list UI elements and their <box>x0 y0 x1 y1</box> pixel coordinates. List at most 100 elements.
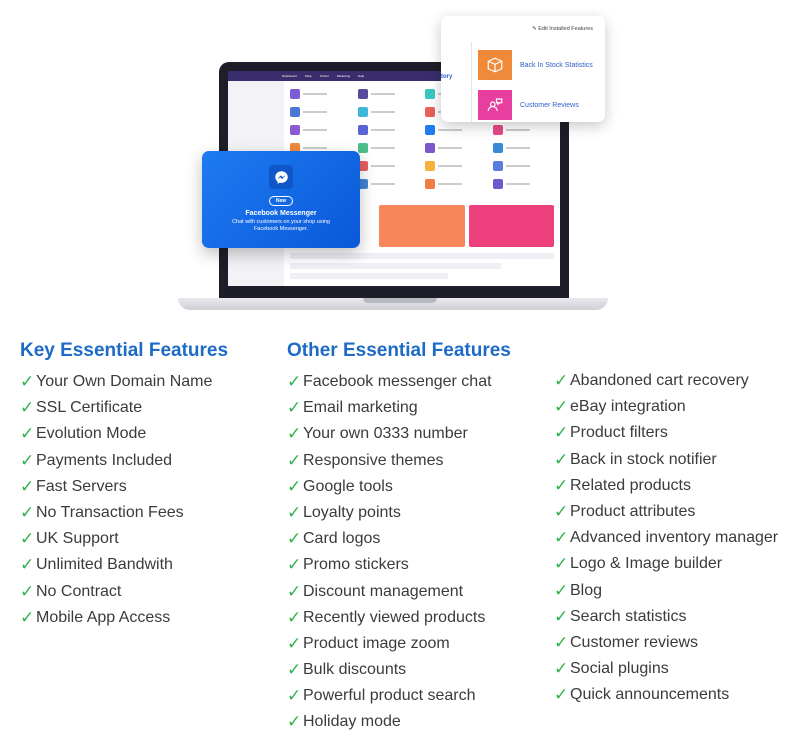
new-badge: New <box>268 196 294 206</box>
check-icon: ✓ <box>287 424 302 444</box>
laptop-feature-tile <box>290 87 352 101</box>
check-icon: ✓ <box>287 686 302 706</box>
feature-label: Product filters <box>570 424 668 442</box>
feature-label: Your Own Domain Name <box>36 373 213 390</box>
laptop-feature-tile <box>357 123 420 137</box>
feature-label: Holiday mode <box>303 713 401 731</box>
check-icon: ✓ <box>554 475 569 495</box>
check-icon: ✓ <box>287 712 302 732</box>
check-icon: ✓ <box>554 423 569 443</box>
feature-label: Loyalty points <box>303 503 401 521</box>
feature-list-item: ✓Your own 0333 number <box>287 425 511 451</box>
check-icon: ✓ <box>20 424 35 444</box>
laptop-feature-tile <box>425 159 487 173</box>
check-icon: ✓ <box>554 606 569 626</box>
feature-label: Payments Included <box>36 451 173 469</box>
feature-label: Quick announcements <box>570 686 730 704</box>
check-icon: ✓ <box>554 449 569 469</box>
laptop-feature-tile <box>492 123 555 137</box>
feature-list-item: ✓eBay integration <box>554 398 778 424</box>
laptop-feature-tile <box>425 177 487 191</box>
feature-list-item: ✓Product image zoom <box>287 634 511 661</box>
feature-card-edge-text: tory <box>441 74 453 80</box>
other-features-list-2: ✓Abandoned cart recovery✓eBay integratio… <box>554 372 778 712</box>
feature-label: No Contract <box>36 582 122 600</box>
feature-list-item: ✓Your Own Domain Name <box>20 373 228 399</box>
feature-list-item: ✓UK Support <box>20 530 228 556</box>
laptop-feature-tile <box>290 123 352 137</box>
feature-label: Logo & Image builder <box>570 555 723 573</box>
feature-label: eBay integration <box>570 398 686 416</box>
feature-list-item: ✓Customer reviews <box>554 633 778 660</box>
key-features-section: Key Essential Features ✓Your Own Domain … <box>20 340 228 635</box>
check-icon: ✓ <box>554 659 569 679</box>
feature-list-item: ✓Card logos <box>287 530 511 556</box>
feature-label: Abandoned cart recovery <box>570 372 749 389</box>
feature-item-customer-reviews[interactable]: Customer Reviews <box>478 90 579 120</box>
feature-label: No Transaction Fees <box>36 503 184 521</box>
laptop-feature-tile <box>492 141 555 155</box>
box-icon <box>478 50 512 80</box>
feature-list-item: ✓Holiday mode <box>287 713 511 739</box>
check-icon: ✓ <box>20 529 35 549</box>
laptop-feature-tile <box>357 177 420 191</box>
feature-list-item: ✓Related products <box>554 475 778 503</box>
feature-list-item: ✓Social plugins <box>554 660 778 686</box>
feature-label: Facebook messenger chat <box>303 373 492 390</box>
messenger-icon <box>269 165 293 189</box>
installed-features-card: ✎ Edit Installed Features tory Back In S… <box>441 16 605 122</box>
feature-item-back-in-stock[interactable]: Back In Stock Statistics <box>478 50 593 80</box>
feature-label: UK Support <box>36 530 119 548</box>
feature-list-item: ✓Evolution Mode <box>20 425 228 451</box>
feature-list-item: ✓No Transaction Fees <box>20 502 228 530</box>
feature-label: Related products <box>570 476 691 494</box>
check-icon: ✓ <box>20 398 35 418</box>
laptop-nav-item: Help <box>358 74 365 78</box>
feature-label: Mobile App Access <box>36 608 171 626</box>
check-icon: ✓ <box>287 607 302 627</box>
edit-installed-features-link[interactable]: ✎ Edit Installed Features <box>532 26 593 32</box>
facebook-messenger-card[interactable]: New Facebook Messenger Chat with custome… <box>202 151 360 248</box>
check-icon: ✓ <box>554 554 569 574</box>
other-features-list-1: ✓Facebook messenger chat✓Email marketing… <box>287 373 511 740</box>
other-features-section-2: ✓Abandoned cart recovery✓eBay integratio… <box>554 372 778 712</box>
check-icon: ✓ <box>20 581 35 601</box>
feature-label: Bulk discounts <box>303 661 407 679</box>
feature-list-item: ✓SSL Certificate <box>20 399 228 425</box>
feature-label: SSL Certificate <box>36 399 143 417</box>
laptop-notch <box>363 298 437 303</box>
feature-label: Responsive themes <box>303 451 444 469</box>
review-icon <box>478 90 512 120</box>
feature-label: Powerful product search <box>303 687 476 705</box>
feature-item-label: Customer Reviews <box>520 101 579 109</box>
feature-list-item: ✓Recently viewed products <box>287 607 511 635</box>
feature-list-item: ✓Product filters <box>554 424 778 450</box>
feature-label: Unlimited Bandwith <box>36 556 173 574</box>
feature-list-item: ✓Google tools <box>287 477 511 504</box>
key-features-list: ✓Your Own Domain Name✓SSL Certificate✓Ev… <box>20 373 228 635</box>
laptop-feature-tile <box>492 159 555 173</box>
pencil-icon: ✎ <box>532 26 539 32</box>
laptop-feature-tile <box>357 159 420 173</box>
feature-label: Product image zoom <box>303 634 450 652</box>
feature-label: Promo stickers <box>303 556 409 574</box>
laptop-list <box>290 253 554 283</box>
feature-label: Google tools <box>303 477 393 495</box>
check-icon: ✓ <box>20 502 35 522</box>
check-icon: ✓ <box>554 528 569 548</box>
check-icon: ✓ <box>287 660 302 680</box>
feature-item-label: Back In Stock Statistics <box>520 61 593 69</box>
feature-label: Advanced inventory manager <box>570 529 779 547</box>
feature-list-item: ✓Powerful product search <box>287 687 511 713</box>
feature-list-item: ✓Abandoned cart recovery <box>554 372 778 398</box>
laptop-feature-tile <box>357 87 420 101</box>
feature-label: Product attributes <box>570 502 696 520</box>
check-icon: ✓ <box>554 501 569 521</box>
check-icon: ✓ <box>20 607 35 627</box>
check-icon: ✓ <box>287 372 302 391</box>
check-icon: ✓ <box>554 371 569 390</box>
feature-list-item: ✓Search statistics <box>554 606 778 634</box>
feature-list-item: ✓Mobile App Access <box>20 607 228 635</box>
feature-list-item: ✓Discount management <box>287 582 511 609</box>
